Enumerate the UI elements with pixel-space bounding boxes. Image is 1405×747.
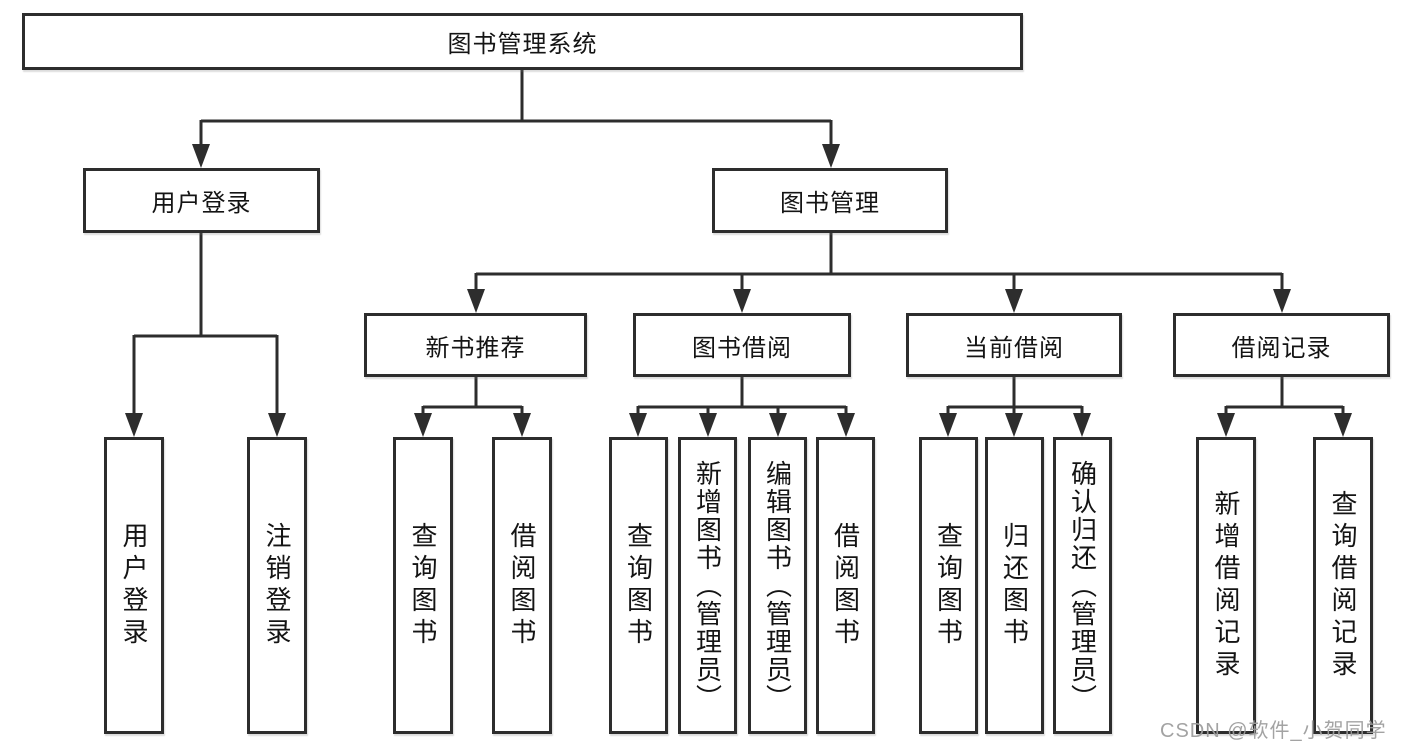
leaf-logout: 注销登录	[247, 437, 307, 734]
node-user-login: 用户登录	[83, 168, 320, 233]
node-label: 图书管理系统	[447, 31, 598, 58]
node-current-borrowing: 当前借阅	[906, 313, 1122, 377]
leaf-user-login: 用户登录	[104, 437, 164, 734]
node-label: 查询图书	[408, 521, 438, 650]
node-label: 编辑图书（管理员）	[762, 459, 793, 712]
node-label: 用户登录	[119, 521, 149, 650]
node-book-management: 图书管理	[712, 168, 948, 233]
leaf-query-books-recommend: 查询图书	[393, 437, 453, 734]
node-library-management-system: 图书管理系统	[22, 13, 1023, 70]
node-label: 借阅记录	[1231, 334, 1332, 362]
csdn-watermark: CSDN @软件_小贺同学	[1160, 720, 1387, 742]
node-label: 归还图书	[999, 521, 1030, 650]
leaf-add-borrow-record: 新增借阅记录	[1196, 437, 1256, 734]
node-new-book-recommend: 新书推荐	[364, 313, 587, 377]
node-label: 查询借阅记录	[1328, 489, 1358, 682]
node-label: 查询图书	[623, 521, 654, 650]
node-label: 图书管理	[780, 190, 880, 217]
leaf-borrow-books-recommend: 借阅图书	[492, 437, 552, 734]
node-label: 借阅图书	[830, 521, 861, 650]
node-label: 借阅图书	[507, 521, 537, 650]
node-label: 当前借阅	[964, 334, 1064, 362]
node-label: 注销登录	[262, 521, 292, 650]
node-label: 新增借阅记录	[1211, 489, 1241, 682]
leaf-query-books-borrowing: 查询图书	[609, 437, 668, 734]
node-book-borrowing: 图书借阅	[633, 313, 851, 377]
leaf-add-books-admin: 新增图书（管理员）	[678, 437, 737, 734]
node-label: 用户登录	[151, 190, 252, 217]
leaf-query-books-current: 查询图书	[919, 437, 978, 734]
leaf-edit-books-admin: 编辑图书（管理员）	[748, 437, 807, 734]
node-label: 查询图书	[933, 521, 964, 650]
node-borrowing-records: 借阅记录	[1173, 313, 1390, 377]
leaf-return-books: 归还图书	[985, 437, 1044, 734]
node-label: 新书推荐	[425, 334, 526, 362]
arrowheads	[125, 144, 1352, 437]
node-label: 新增图书（管理员）	[692, 459, 723, 712]
leaf-query-borrow-record: 查询借阅记录	[1313, 437, 1373, 734]
node-label: 确认归还（管理员）	[1067, 459, 1098, 712]
leaf-borrow-books: 借阅图书	[816, 437, 875, 734]
leaf-confirm-return-admin: 确认归还（管理员）	[1053, 437, 1112, 734]
node-label: 图书借阅	[692, 334, 792, 362]
